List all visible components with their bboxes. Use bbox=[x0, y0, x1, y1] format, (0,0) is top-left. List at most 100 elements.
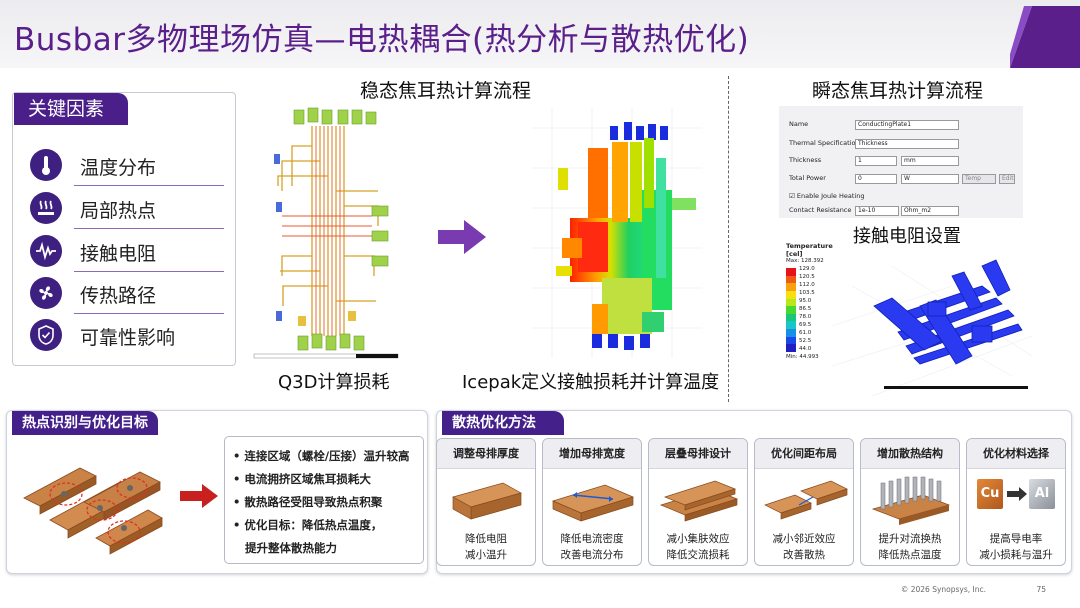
contact-resistance-unit-select[interactable]: Ohm_m2 bbox=[901, 206, 959, 216]
legend-max: Max: 128.392 bbox=[786, 258, 824, 264]
red-arrow-icon bbox=[180, 484, 218, 508]
legend-color-step bbox=[786, 283, 796, 292]
method-card-laminated: 层叠母排设计 减小集肤效应 降低交流损耗 bbox=[648, 438, 748, 566]
aluminum-block: Al bbox=[1029, 479, 1055, 509]
methods-tag: 散热优化方法 bbox=[442, 411, 564, 435]
slide-header: Busbar多物理场仿真—电热耦合(热分析与散热优化) bbox=[0, 0, 1080, 68]
legend-tick-label: 112.0 bbox=[799, 282, 815, 288]
joule-heating-checkbox-row[interactable]: ☑ Enable Joule Heating bbox=[789, 192, 864, 203]
method-card-desc: 改善散热 bbox=[783, 549, 825, 561]
bullet-item: 提升整体散热能力 bbox=[233, 541, 338, 555]
legend-tick-label: 95.0 bbox=[799, 298, 812, 304]
key-factor-label: 可靠性影响 bbox=[80, 327, 176, 349]
method-card-title: 优化间距布局 bbox=[755, 439, 853, 469]
method-card-spacing: 优化间距布局 减小邻近效应 改善散热 bbox=[754, 438, 854, 566]
edit-button[interactable]: Edit bbox=[999, 174, 1015, 184]
key-factors-tag: 关键因素 bbox=[14, 93, 128, 125]
method-card-desc: 减小集肤效应 bbox=[666, 533, 730, 545]
method-card-desc: 减小温升 bbox=[465, 549, 507, 561]
legend-min: Min: 44.993 bbox=[786, 354, 819, 360]
shield-check-icon bbox=[30, 319, 62, 351]
conducting-plate-properties-panel: Name ConductingPlate1 Thermal Specificat… bbox=[779, 106, 1023, 218]
legend-color-step bbox=[786, 313, 796, 322]
method-card-title: 增加母排宽度 bbox=[543, 439, 641, 469]
hotspot-bullets: • 连接区域（螺栓/压接）温升较高 • 电流拥挤区域焦耳损耗大 • 散热路径受阻… bbox=[224, 436, 424, 564]
waveform-icon bbox=[30, 235, 62, 267]
method-card-thickness: 调整母排厚度 降低电阻 减小温升 bbox=[436, 438, 536, 566]
hotspot-tag: 热点识别与优化目标 bbox=[12, 411, 158, 435]
joule-heating-label: Enable Joule Heating bbox=[796, 192, 865, 200]
legend-tick-label: 61.0 bbox=[799, 330, 812, 336]
key-factor-label: 局部热点 bbox=[80, 200, 157, 222]
busbar-joint-image bbox=[23, 467, 163, 555]
key-factor-label: 温度分布 bbox=[80, 157, 157, 179]
legend-color-step bbox=[786, 268, 796, 277]
power-field[interactable]: 0 bbox=[855, 174, 897, 184]
method-card-title: 增加散热结构 bbox=[861, 439, 959, 469]
legend-tick-label: 86.5 bbox=[799, 306, 812, 312]
legend-color-step bbox=[786, 290, 796, 300]
legend-color-step bbox=[786, 321, 796, 330]
method-card-heatsink: 增加散热结构 提升对流换热 降低热点温度 bbox=[860, 438, 960, 566]
thermal-spec-select[interactable]: Thickness bbox=[855, 139, 959, 149]
contact-resistance-field[interactable]: 1e-10 bbox=[855, 206, 899, 216]
bullet-item: • 电流拥挤区域焦耳损耗大 bbox=[233, 472, 371, 486]
legend-tick-label: 120.5 bbox=[799, 274, 815, 280]
method-card-desc: 提高导电率 bbox=[989, 533, 1043, 545]
power-unit-select[interactable]: W bbox=[901, 174, 959, 184]
icepak-temperature-image bbox=[532, 108, 702, 358]
legend-tick-label: 52.5 bbox=[799, 338, 812, 344]
method-card-desc: 降低电流密度 bbox=[560, 533, 624, 545]
transient-title: 瞬态焦耳热计算流程 bbox=[812, 80, 984, 102]
method-card-desc: 降低电阻 bbox=[465, 533, 507, 545]
legend-tick-label: 129.0 bbox=[799, 266, 815, 272]
thick-busbar-icon bbox=[452, 482, 522, 520]
fan-icon bbox=[30, 277, 62, 309]
divider bbox=[74, 185, 224, 186]
contact-caption: 接触电阻设置 bbox=[853, 226, 961, 247]
icepak-caption: Icepak定义接触损耗并计算温度 bbox=[462, 372, 720, 393]
thickness-field[interactable]: 1 bbox=[855, 156, 897, 166]
method-card-desc: 提升对流换热 bbox=[878, 533, 942, 545]
heat-waves-icon bbox=[30, 192, 62, 224]
method-card-desc: 减小邻近效应 bbox=[772, 533, 836, 545]
bullet-item: • 连接区域（螺栓/压接）温升较高 bbox=[233, 449, 410, 463]
temperature-legend: Temperature [cel] Max: 128.392 129.0 120.… bbox=[786, 242, 833, 362]
copyright: © 2026 Synopsys, Inc. bbox=[900, 585, 986, 594]
q3d-caption: Q3D计算损耗 bbox=[278, 372, 390, 393]
key-factor-hotspot: 局部热点 bbox=[30, 187, 224, 229]
legend-tick-label: 44.0 bbox=[799, 346, 812, 352]
temp-dep-select[interactable]: Temp Dep bbox=[962, 174, 996, 184]
key-factor-contact: 接触电阻 bbox=[30, 230, 224, 272]
laminated-busbar-icon bbox=[659, 480, 739, 522]
method-card-width: 增加母排宽度 降低电流密度 改善电流分布 bbox=[542, 438, 642, 566]
divider bbox=[74, 313, 224, 314]
header-corner-accent bbox=[1010, 6, 1080, 68]
checkbox-checked-icon[interactable]: ☑ bbox=[789, 192, 795, 200]
divider bbox=[74, 228, 224, 229]
method-card-desc: 改善电流分布 bbox=[560, 549, 624, 561]
slide-title: Busbar多物理场仿真—电热耦合(热分析与散热优化) bbox=[14, 22, 750, 58]
method-card-title: 调整母排厚度 bbox=[437, 439, 535, 469]
divider bbox=[74, 271, 224, 272]
legend-color-bar bbox=[786, 268, 796, 353]
legend-color-step bbox=[786, 329, 796, 338]
legend-unit: [cel] bbox=[786, 250, 803, 258]
legend-tick-label: 103.5 bbox=[799, 290, 815, 296]
method-card-desc: 减小损耗与温升 bbox=[979, 549, 1053, 561]
name-field[interactable]: ConductingPlate1 bbox=[855, 120, 959, 130]
bullet-item: • 散热路径受阻导致热点积聚 bbox=[233, 495, 383, 509]
copper-block: Cu bbox=[977, 479, 1003, 509]
key-factor-label: 传热路径 bbox=[80, 285, 157, 307]
key-factor-label: 接触电阻 bbox=[80, 243, 157, 265]
thickness-unit-select[interactable]: mm bbox=[901, 156, 959, 166]
q3d-loss-image bbox=[253, 107, 399, 359]
key-factor-temperature: 温度分布 bbox=[30, 144, 224, 186]
key-factor-reliability: 可靠性影响 bbox=[30, 314, 224, 356]
prop-label-thickness: Thickness bbox=[789, 156, 822, 164]
wide-busbar-icon bbox=[551, 484, 635, 522]
prop-label-name: Name bbox=[789, 120, 809, 128]
legend-tick-label: 69.5 bbox=[799, 322, 812, 328]
legend-title: Temperature bbox=[786, 242, 833, 250]
